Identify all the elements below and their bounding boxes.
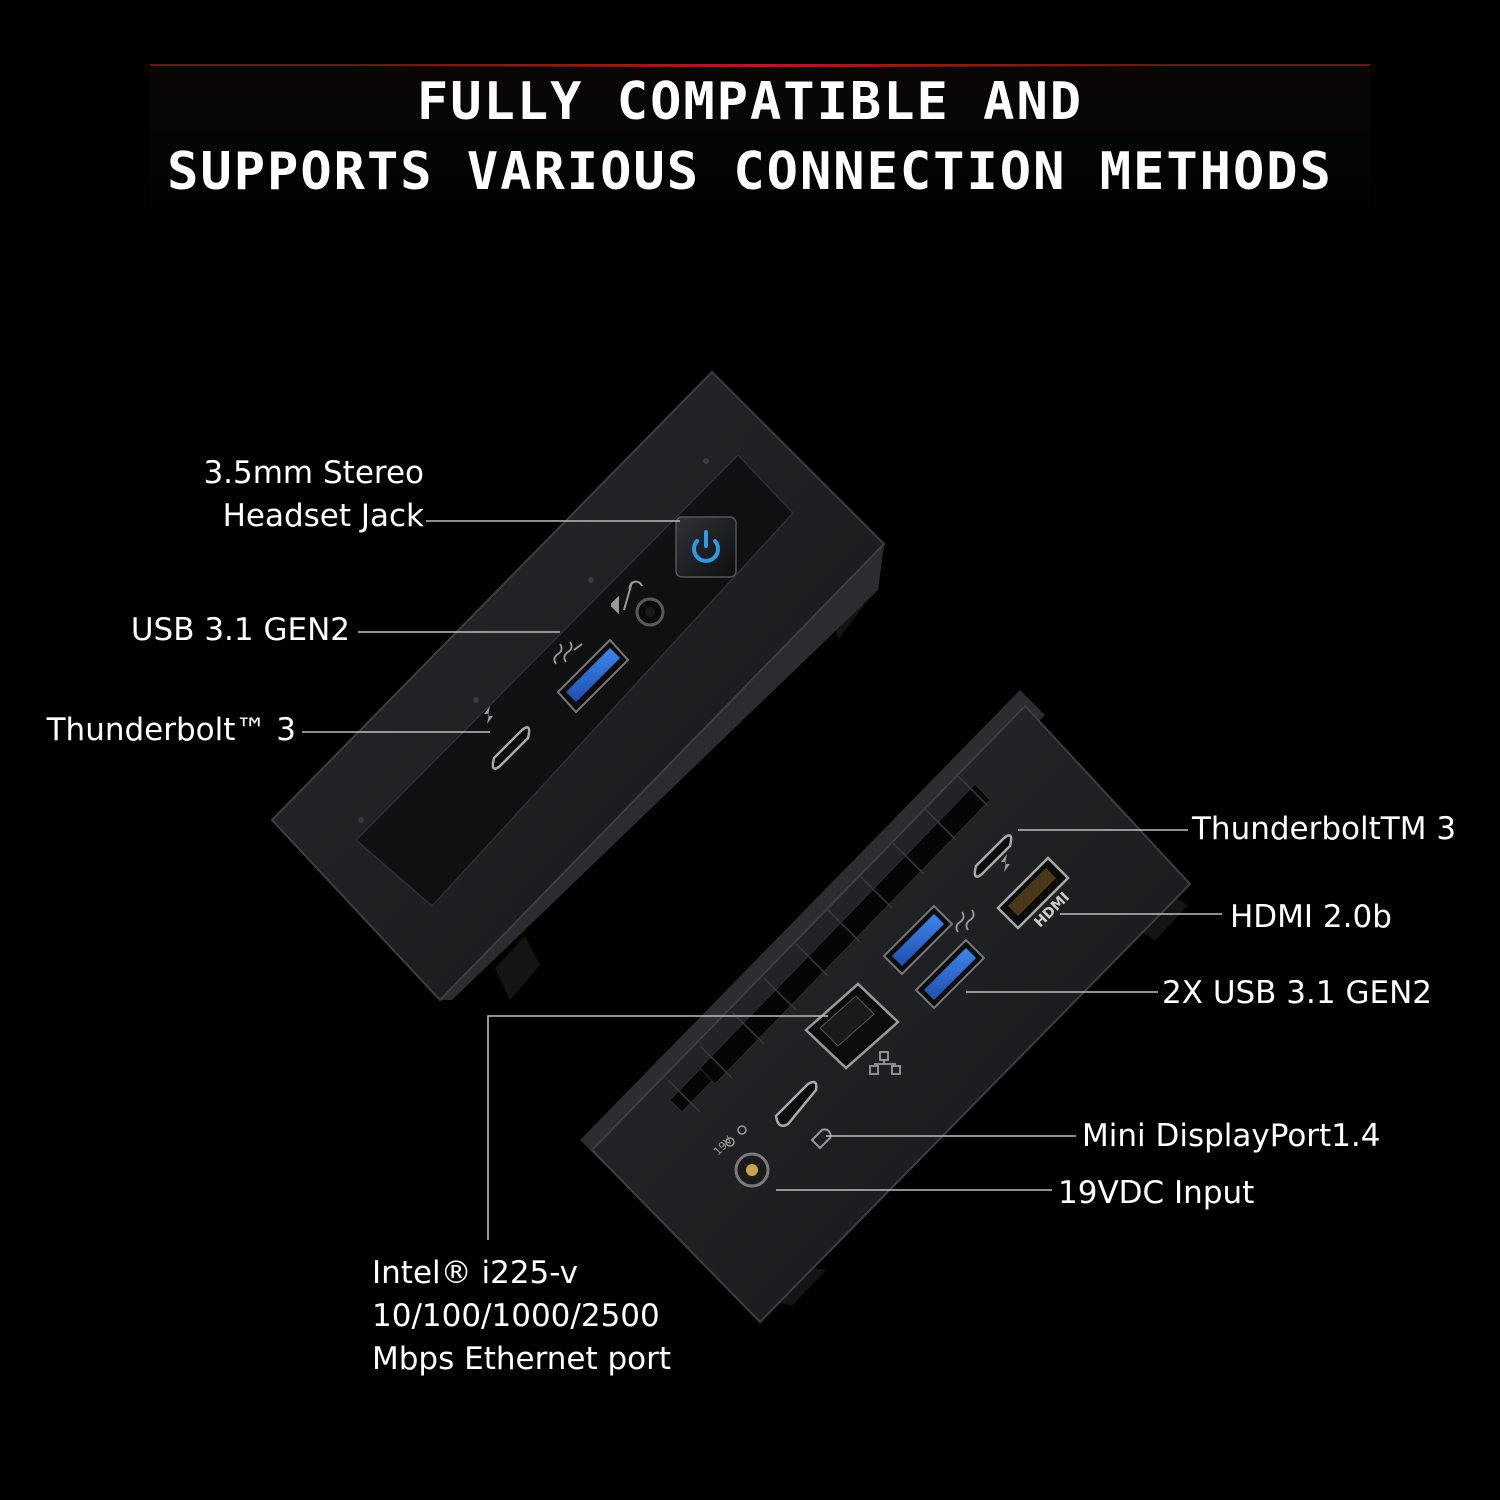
ethernet-port[interactable] bbox=[804, 982, 900, 1070]
headset-jack[interactable] bbox=[635, 597, 665, 627]
vent-slots bbox=[667, 773, 989, 1113]
indicator-led bbox=[588, 577, 594, 583]
headset-icon bbox=[611, 580, 643, 615]
displayport-icon bbox=[810, 1128, 832, 1150]
label-rear-usb: 2X USB 3.1 GEN2 bbox=[1162, 975, 1432, 1011]
thunderbolt-port-rear[interactable] bbox=[973, 834, 1013, 878]
label-ethernet-line-2: 10/100/1000/2500 bbox=[372, 1298, 660, 1334]
power-icon bbox=[692, 530, 720, 563]
label-ethernet-line-1: Intel® i225-v bbox=[372, 1255, 578, 1291]
hdmi-port[interactable] bbox=[996, 856, 1070, 930]
rear-unit: HDMI bbox=[580, 690, 1192, 1324]
label-front-usb: USB 3.1 GEN2 bbox=[130, 612, 350, 648]
indicator-led bbox=[358, 817, 364, 823]
headline-line-2: SUPPORTS VARIOUS CONNECTION METHODS bbox=[167, 142, 1333, 202]
usb-port-rear-1[interactable] bbox=[882, 904, 954, 976]
label-ethernet-line-3: Mbps Ethernet port bbox=[372, 1341, 672, 1377]
vent-grille bbox=[669, 783, 991, 1113]
headline-banner bbox=[150, 64, 1370, 216]
label-hdmi: HDMI 2.0b bbox=[1230, 899, 1392, 935]
usb-ss-icon bbox=[955, 909, 975, 933]
headline-line-1: FULLY COMPATIBLE AND bbox=[416, 72, 1084, 132]
network-icon bbox=[869, 1051, 901, 1075]
rear-unit-foot bbox=[1138, 896, 1188, 940]
banner-accent-line bbox=[350, 64, 1170, 67]
thunderbolt-port-front[interactable] bbox=[491, 726, 531, 770]
label-front-thunderbolt: Thunderbolt™ 3 bbox=[46, 712, 296, 748]
thunderbolt-icon bbox=[1001, 854, 1010, 872]
label-ethernet: Intel® i225-v 10/100/1000/2500 Mbps Ethe… bbox=[372, 1252, 671, 1381]
front-unit-foot bbox=[495, 936, 540, 1000]
label-rear-thunderbolt: ThunderboltTM 3 bbox=[1192, 811, 1457, 847]
label-minidp: Mini DisplayPort1.4 bbox=[1082, 1118, 1381, 1154]
front-unit bbox=[270, 370, 886, 1002]
label-headset-line-2: Headset Jack bbox=[222, 498, 424, 534]
label-headset-jack: 3.5mm Stereo Headset Jack bbox=[150, 452, 424, 538]
minidp-port[interactable] bbox=[774, 1080, 818, 1127]
label-headset-line-1: 3.5mm Stereo bbox=[203, 455, 424, 491]
thunderbolt-icon bbox=[484, 706, 493, 724]
power-button[interactable] bbox=[675, 516, 737, 578]
indicator-led bbox=[473, 697, 479, 703]
dc-polarity-icon bbox=[725, 1125, 747, 1147]
dc-input-port[interactable] bbox=[734, 1152, 770, 1188]
usb-ss-icon bbox=[553, 641, 583, 665]
label-dc-input: 19VDC Input bbox=[1058, 1175, 1255, 1211]
leader-lines bbox=[302, 520, 1222, 1240]
usb-port-rear-2[interactable] bbox=[914, 938, 986, 1010]
indicator-led bbox=[703, 458, 709, 464]
usb-port-front[interactable] bbox=[556, 638, 630, 714]
leader-ethernet bbox=[487, 1015, 828, 1240]
